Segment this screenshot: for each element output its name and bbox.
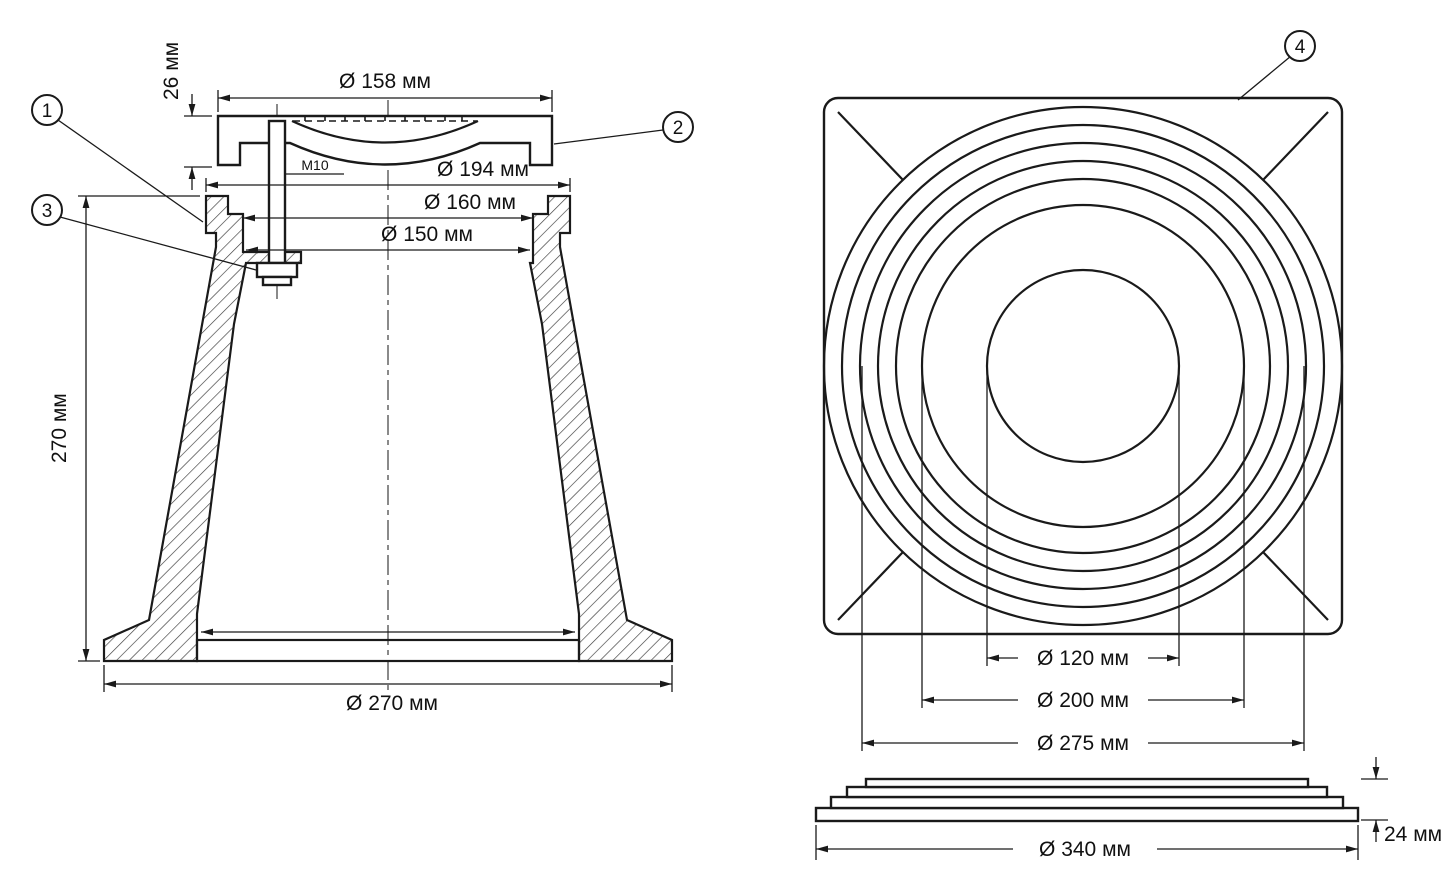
ring-diameter-label: Ø 275 мм bbox=[1037, 732, 1129, 755]
dim-plate-diameter: Ø 340 мм bbox=[815, 825, 1359, 861]
callout-2-number: 2 bbox=[673, 118, 684, 139]
dim-inner-diameter: Ø 150 мм bbox=[246, 223, 530, 254]
cone-right-wall-section bbox=[528, 194, 674, 663]
body-height-label: 270 мм bbox=[48, 393, 71, 463]
base-flange-far-side bbox=[195, 638, 581, 663]
callout-2: 2 bbox=[553, 111, 694, 145]
ring-diameter-label-bg bbox=[1018, 731, 1148, 755]
dim-base-diameter: Ø 270 мм bbox=[103, 665, 673, 715]
cap-section-outline bbox=[216, 114, 554, 167]
dim-ring-diameter: Ø 275 мм bbox=[861, 366, 1305, 755]
cap-rib-marks bbox=[304, 116, 463, 121]
dim-hole-diameter: Ø 120 мм bbox=[986, 366, 1180, 670]
callout-4-bubble bbox=[1284, 30, 1316, 62]
step-diameter-label: Ø 160 мм bbox=[424, 191, 516, 214]
corner-diagonals bbox=[837, 111, 1329, 621]
bolt-nut bbox=[255, 261, 299, 279]
callout-3-number: 3 bbox=[42, 201, 53, 222]
plate-thickness-label: 24 мм bbox=[1384, 823, 1442, 846]
callout-3-bubble bbox=[31, 194, 63, 226]
plate-layer-3 bbox=[829, 795, 1345, 810]
callout-1-number: 1 bbox=[42, 101, 53, 122]
callout-1: 1 bbox=[31, 94, 204, 223]
dim-thread: M10 bbox=[286, 157, 344, 175]
thread-label: M10 bbox=[301, 157, 328, 173]
callout-3: 3 bbox=[31, 194, 257, 271]
rim-diameter-label: Ø 194 мм bbox=[437, 158, 529, 181]
bolt-nut-washer bbox=[261, 275, 293, 287]
dim-rim-diameter: Ø 194 мм bbox=[205, 158, 571, 192]
concentric-rings bbox=[822, 105, 1344, 627]
callout-2-bubble bbox=[662, 111, 694, 143]
base-diameter-label: Ø 270 мм bbox=[346, 692, 438, 715]
cap-height-label: 26 мм bbox=[160, 42, 183, 100]
cap-diameter-label: Ø 158 мм bbox=[339, 70, 431, 93]
cap-dish-surface bbox=[291, 120, 479, 144]
plate-diameter-label: Ø 340 мм bbox=[1039, 838, 1131, 861]
profile-view: Ø 340 мм 24 мм bbox=[814, 757, 1442, 861]
section-view: Ø 158 мм 26 мм M10 Ø 194 мм Ø 160 мм bbox=[31, 42, 694, 715]
hole-diameter-label-bg bbox=[1018, 646, 1148, 670]
callout-4-number: 4 bbox=[1295, 37, 1306, 58]
cone-left-wall-section bbox=[102, 194, 303, 663]
dim-plate-thickness: 24 мм bbox=[1361, 757, 1442, 846]
hole-diameter-label: Ø 120 мм bbox=[1037, 647, 1129, 670]
dim-step-diameter: Ø 160 мм bbox=[243, 191, 533, 222]
inner-diameter-label: Ø 150 мм bbox=[381, 223, 473, 246]
groove-diameter-label: Ø 200 мм bbox=[1037, 689, 1129, 712]
groove-diameter-label-bg bbox=[1018, 688, 1148, 712]
top-view: Ø 120 мм Ø 200 мм Ø 275 мм 4 bbox=[822, 30, 1344, 755]
dim-body-height: 270 мм bbox=[48, 195, 200, 662]
plate-layer-top bbox=[864, 777, 1310, 789]
callout-1-bubble bbox=[31, 94, 63, 126]
dim-cap-height: 26 мм bbox=[160, 42, 212, 190]
plate-diameter-label-bg bbox=[1013, 836, 1157, 861]
dim-groove-diameter: Ø 200 мм bbox=[921, 366, 1245, 712]
callout-4: 4 bbox=[1237, 30, 1316, 101]
plate-layer-2 bbox=[845, 785, 1329, 799]
dim-cap-diameter: Ø 158 мм bbox=[217, 70, 553, 112]
plate-layer-bottom bbox=[814, 806, 1360, 823]
bolt-shaft bbox=[267, 119, 287, 265]
